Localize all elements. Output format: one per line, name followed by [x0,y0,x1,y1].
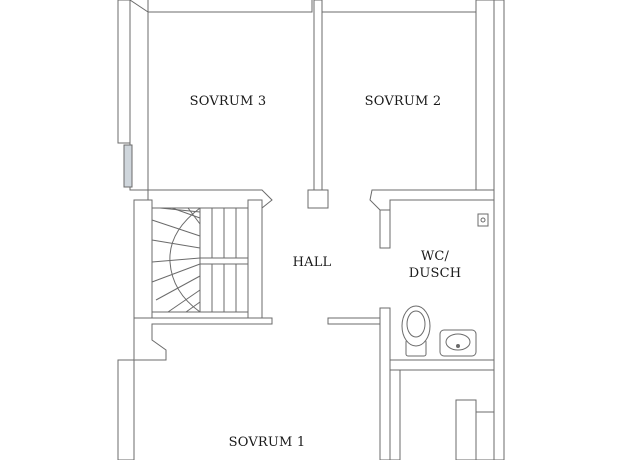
stair-tread [151,239,201,249]
wall-wc-left [379,307,391,460]
sink-basin [445,333,471,351]
closet-lower-right [455,399,477,460]
sink-drain [456,344,460,348]
closet-box [307,189,329,209]
stair-tread [171,207,201,219]
walls [117,0,505,460]
toilet-seat [406,310,426,338]
stair-tread [151,257,201,263]
stair-treads [151,207,248,313]
window-left [123,144,133,188]
stair-tread [187,207,201,225]
wall-wc-left-stub [379,209,391,249]
stair-tread [151,219,201,237]
wall-wc-bottom [389,359,495,371]
room-label-hall: HALL [292,255,332,270]
stair-tread [151,263,201,283]
stair-frame [133,199,153,319]
wall-left-upper [117,0,131,144]
shower-knob [480,217,486,223]
closet-lower-step [475,411,495,460]
room-label-sovrum-3: SOVRUM 3 [189,94,267,109]
wall-wc-top [369,189,495,211]
wall-s1-corner [134,324,167,361]
wc-fixtures [401,213,489,357]
room-label-wc-dusch: WC/ DUSCH [408,249,462,281]
stair-tread [167,289,201,313]
room-label-sovrum-1: SOVRUM 1 [228,435,306,450]
wall-closet-lower [389,369,401,460]
wall-right-outer [493,0,505,460]
stair-tread [159,207,201,213]
room-label-sovrum-2: SOVRUM 2 [364,94,442,109]
stair-handrail [169,207,201,313]
stair-right-wall [247,199,263,319]
wall-middle [313,0,323,193]
wall-left-upper-inner [129,0,149,191]
wall-s1-left [117,359,135,460]
wall-top-s3 [147,0,313,13]
